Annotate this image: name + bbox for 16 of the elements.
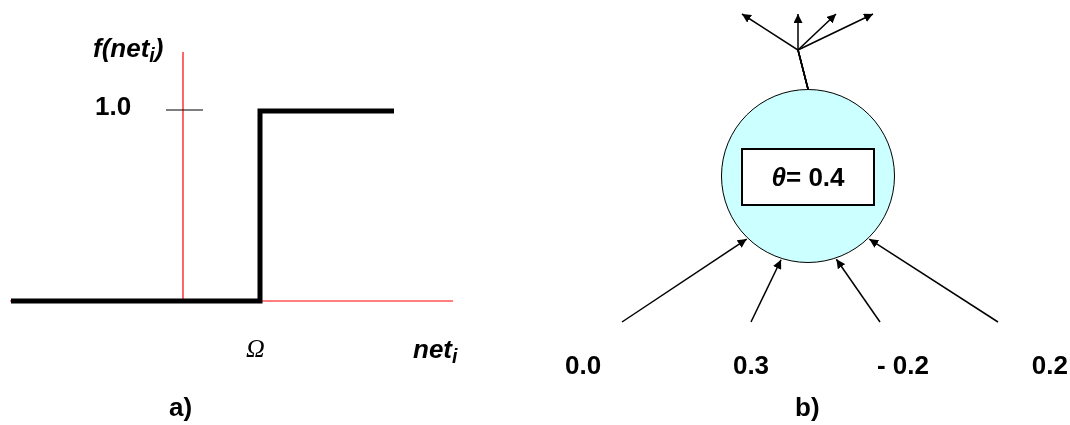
panel-label: b) — [795, 391, 820, 424]
tick-label: Ω — [246, 333, 265, 365]
arrow — [621, 238, 748, 323]
input-weight: 0.3 — [732, 352, 770, 378]
axis-label: net$_{i}$ — [413, 333, 458, 366]
arrow — [868, 238, 999, 323]
panel-label: a) — [169, 391, 193, 424]
arrow — [797, 13, 874, 90]
input-weight: - 0.2 — [877, 352, 929, 378]
tick-label: 1.0 — [95, 90, 132, 123]
input-weight: 0.2 — [1031, 352, 1068, 378]
input-weight: 0.0 — [565, 352, 602, 378]
threshold-box: θ= 0.4 — [741, 148, 875, 206]
axis-label: f(net$_{i}$) — [93, 32, 164, 65]
arrow — [835, 258, 881, 323]
arrow — [750, 259, 782, 323]
